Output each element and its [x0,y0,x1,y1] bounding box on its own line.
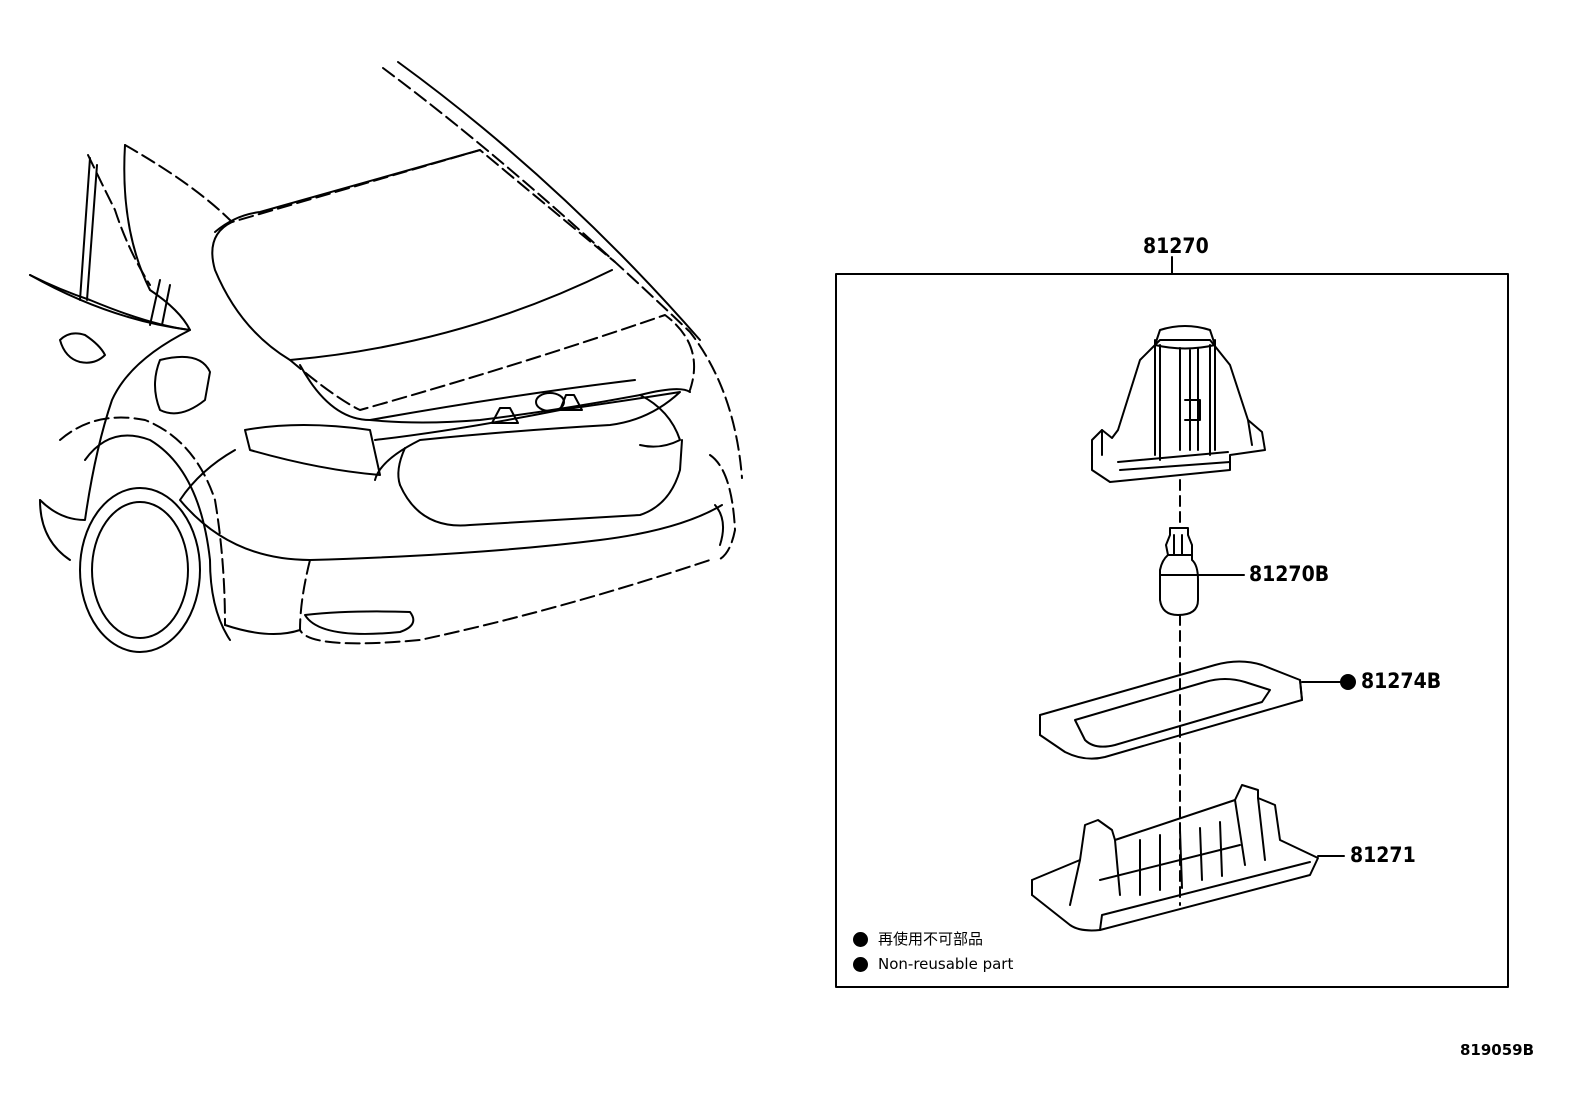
lamp-socket [1091,325,1266,483]
assembly-box [835,273,1509,988]
legend-english-text: Non-reusable part [878,955,1014,973]
non-reusable-dot-icon [853,932,868,947]
legend-japanese: 再使用不可部品 [853,932,983,947]
lamp-housing [1031,784,1345,932]
gasket [1039,660,1356,760]
label-81270: 81270 [1143,234,1209,258]
label-81270b: 81270B [1249,562,1330,586]
legend-japanese-text: 再使用不可部品 [878,930,984,948]
diagram-code: 819059B [1460,1041,1535,1059]
vehicle-rear-view [29,61,743,653]
label-81274b: 81274B [1361,669,1442,693]
bulb [1159,527,1245,616]
label-81271: 81271 [1350,843,1416,867]
legend-english: Non-reusable part [853,957,1013,972]
non-reusable-dot-icon [853,957,868,972]
